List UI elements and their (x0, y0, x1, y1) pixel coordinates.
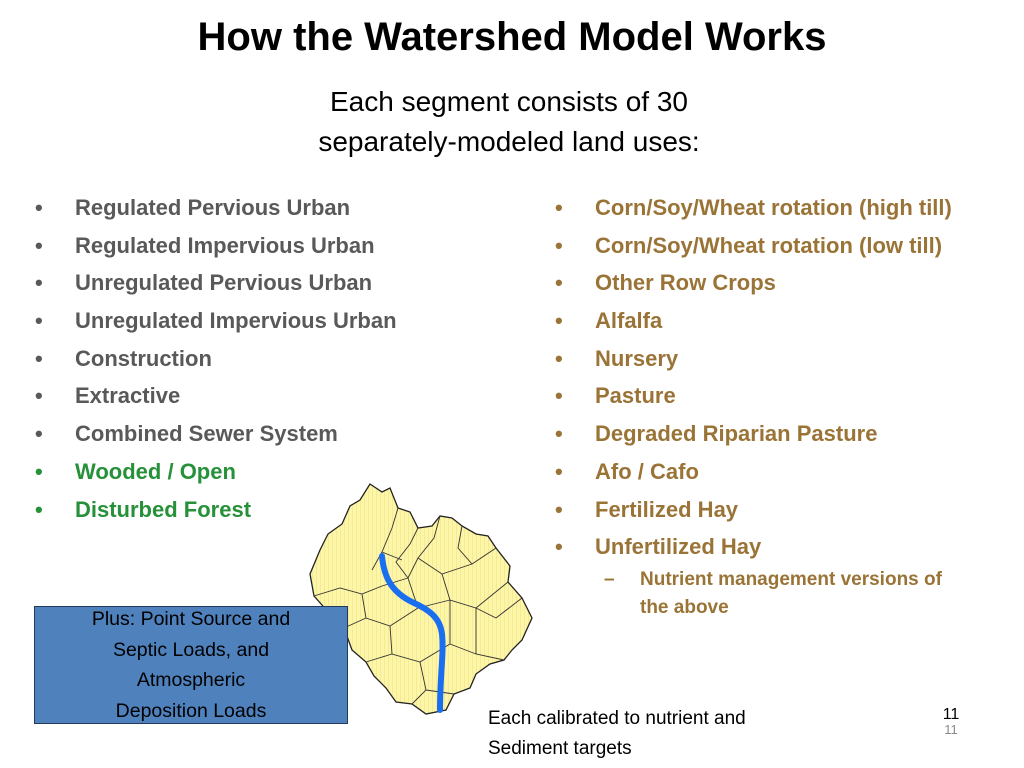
bullet-icon: • (555, 458, 563, 484)
list-item-label: Unregulated Impervious Urban (75, 308, 397, 334)
bullet-icon: • (555, 232, 563, 258)
list-item: • Regulated Impervious Urban (35, 231, 505, 261)
additional-loads-box: Plus: Point Source and Septic Loads, and… (34, 606, 348, 724)
list-item: • Combined Sewer System (35, 419, 505, 449)
list-item: • Alfalfa (555, 306, 975, 336)
list-item: • Degraded Riparian Pasture (555, 419, 975, 449)
slide-number: 11 (942, 706, 960, 723)
list-item: • Wooded / Open (35, 457, 505, 487)
bullet-icon: • (35, 345, 43, 371)
subtitle-line: Each segment consists of 30 (330, 86, 688, 117)
note-line: Each calibrated to nutrient and (488, 708, 746, 729)
bullet-icon: • (555, 270, 563, 296)
bullet-icon: • (35, 421, 43, 447)
list-item: • Other Row Crops (555, 268, 975, 298)
list-item: • Unregulated Pervious Urban (35, 268, 505, 298)
bullet-icon: • (35, 232, 43, 258)
bullet-icon: • (555, 534, 563, 560)
list-item: • Pasture (555, 381, 975, 411)
list-item-label: Degraded Riparian Pasture (595, 421, 878, 447)
list-item-label: Corn/Soy/Wheat rotation (high till) (595, 195, 952, 220)
box-line: Plus: Point Source and (91, 608, 291, 630)
dash-icon: – (604, 568, 615, 590)
bullet-icon: • (35, 496, 43, 522)
bullet-icon: • (35, 308, 43, 334)
list-item-label: Combined Sewer System (75, 421, 338, 447)
subtitle-line: separately-modeled land uses: (318, 126, 700, 157)
bullet-icon: • (555, 383, 563, 409)
slide-title: How the Watershed Model Works (197, 15, 827, 59)
watershed-map-icon (309, 483, 533, 715)
calibration-note: Each calibrated to nutrient and Sediment… (488, 704, 848, 764)
list-item-label: Alfalfa (595, 308, 663, 334)
note-line: Sediment targets (488, 738, 632, 759)
list-item-label: Construction (75, 345, 212, 371)
list-item: • Unregulated Impervious Urban (35, 306, 505, 336)
river-path (379, 553, 446, 713)
slide-subtitle: Each segment consists of 30 separately-m… (0, 82, 1018, 162)
box-line: Deposition Loads (115, 699, 267, 722)
bullet-icon: • (555, 195, 563, 220)
list-item: • Regulated Pervious Urban (35, 193, 505, 223)
list-item: • Fertilized Hay (555, 495, 975, 525)
watershed-outline (309, 483, 533, 715)
list-item-label: Unfertilized Hay (595, 534, 762, 560)
sub-list-item: – Nutrient management versions of the abo… (554, 566, 975, 622)
bullet-icon: • (555, 421, 563, 447)
box-line: Atmospheric (136, 669, 246, 691)
list-item-label: Nursery (595, 345, 679, 371)
bullet-icon: • (555, 308, 563, 334)
list-item-label: Other Row Crops (595, 270, 776, 296)
bullet-icon: • (35, 383, 43, 409)
list-item: • Corn/Soy/Wheat rotation (high till) (555, 193, 975, 223)
urban-forest-land-use-list: • Regulated Pervious Urban • Regulated Imp… (35, 193, 505, 532)
list-item: • Construction (35, 344, 505, 374)
list-item-label: Fertilized Hay (595, 496, 739, 522)
list-item-label: Pasture (595, 383, 676, 409)
bullet-icon: • (555, 496, 563, 522)
list-item-label: Unregulated Pervious Urban (75, 270, 373, 296)
list-item-label: Regulated Pervious Urban (75, 195, 351, 220)
list-item: • Corn/Soy/Wheat rotation (low till) (555, 231, 975, 261)
bullet-icon: • (555, 345, 563, 371)
list-item: • Nursery (555, 344, 975, 374)
list-item-label: Extractive (75, 383, 181, 409)
bullet-icon: • (35, 270, 43, 296)
list-item-label: Disturbed Forest (75, 496, 252, 522)
list-item-label: Afo / Cafo (595, 458, 699, 484)
list-item-label: Regulated Impervious Urban (75, 232, 375, 258)
list-item: • Unfertilized Hay (555, 532, 975, 562)
list-item: • Disturbed Forest (35, 495, 505, 525)
box-line: Septic Loads, and (112, 638, 270, 661)
list-item-label: Corn/Soy/Wheat rotation (low till) (595, 232, 943, 258)
bullet-icon: • (35, 458, 43, 484)
agricultural-land-use-list: • Corn/Soy/Wheat rotation (high till) • Co… (555, 193, 975, 630)
list-item: • Afo / Cafo (555, 457, 975, 487)
list-item: • Extractive (35, 381, 505, 411)
slide-number-secondary: 11 (944, 722, 958, 737)
sub-list-item-label: Nutrient management versions of the abov… (640, 568, 942, 618)
list-item-label: Wooded / Open (75, 458, 236, 484)
bullet-icon: • (35, 195, 43, 220)
